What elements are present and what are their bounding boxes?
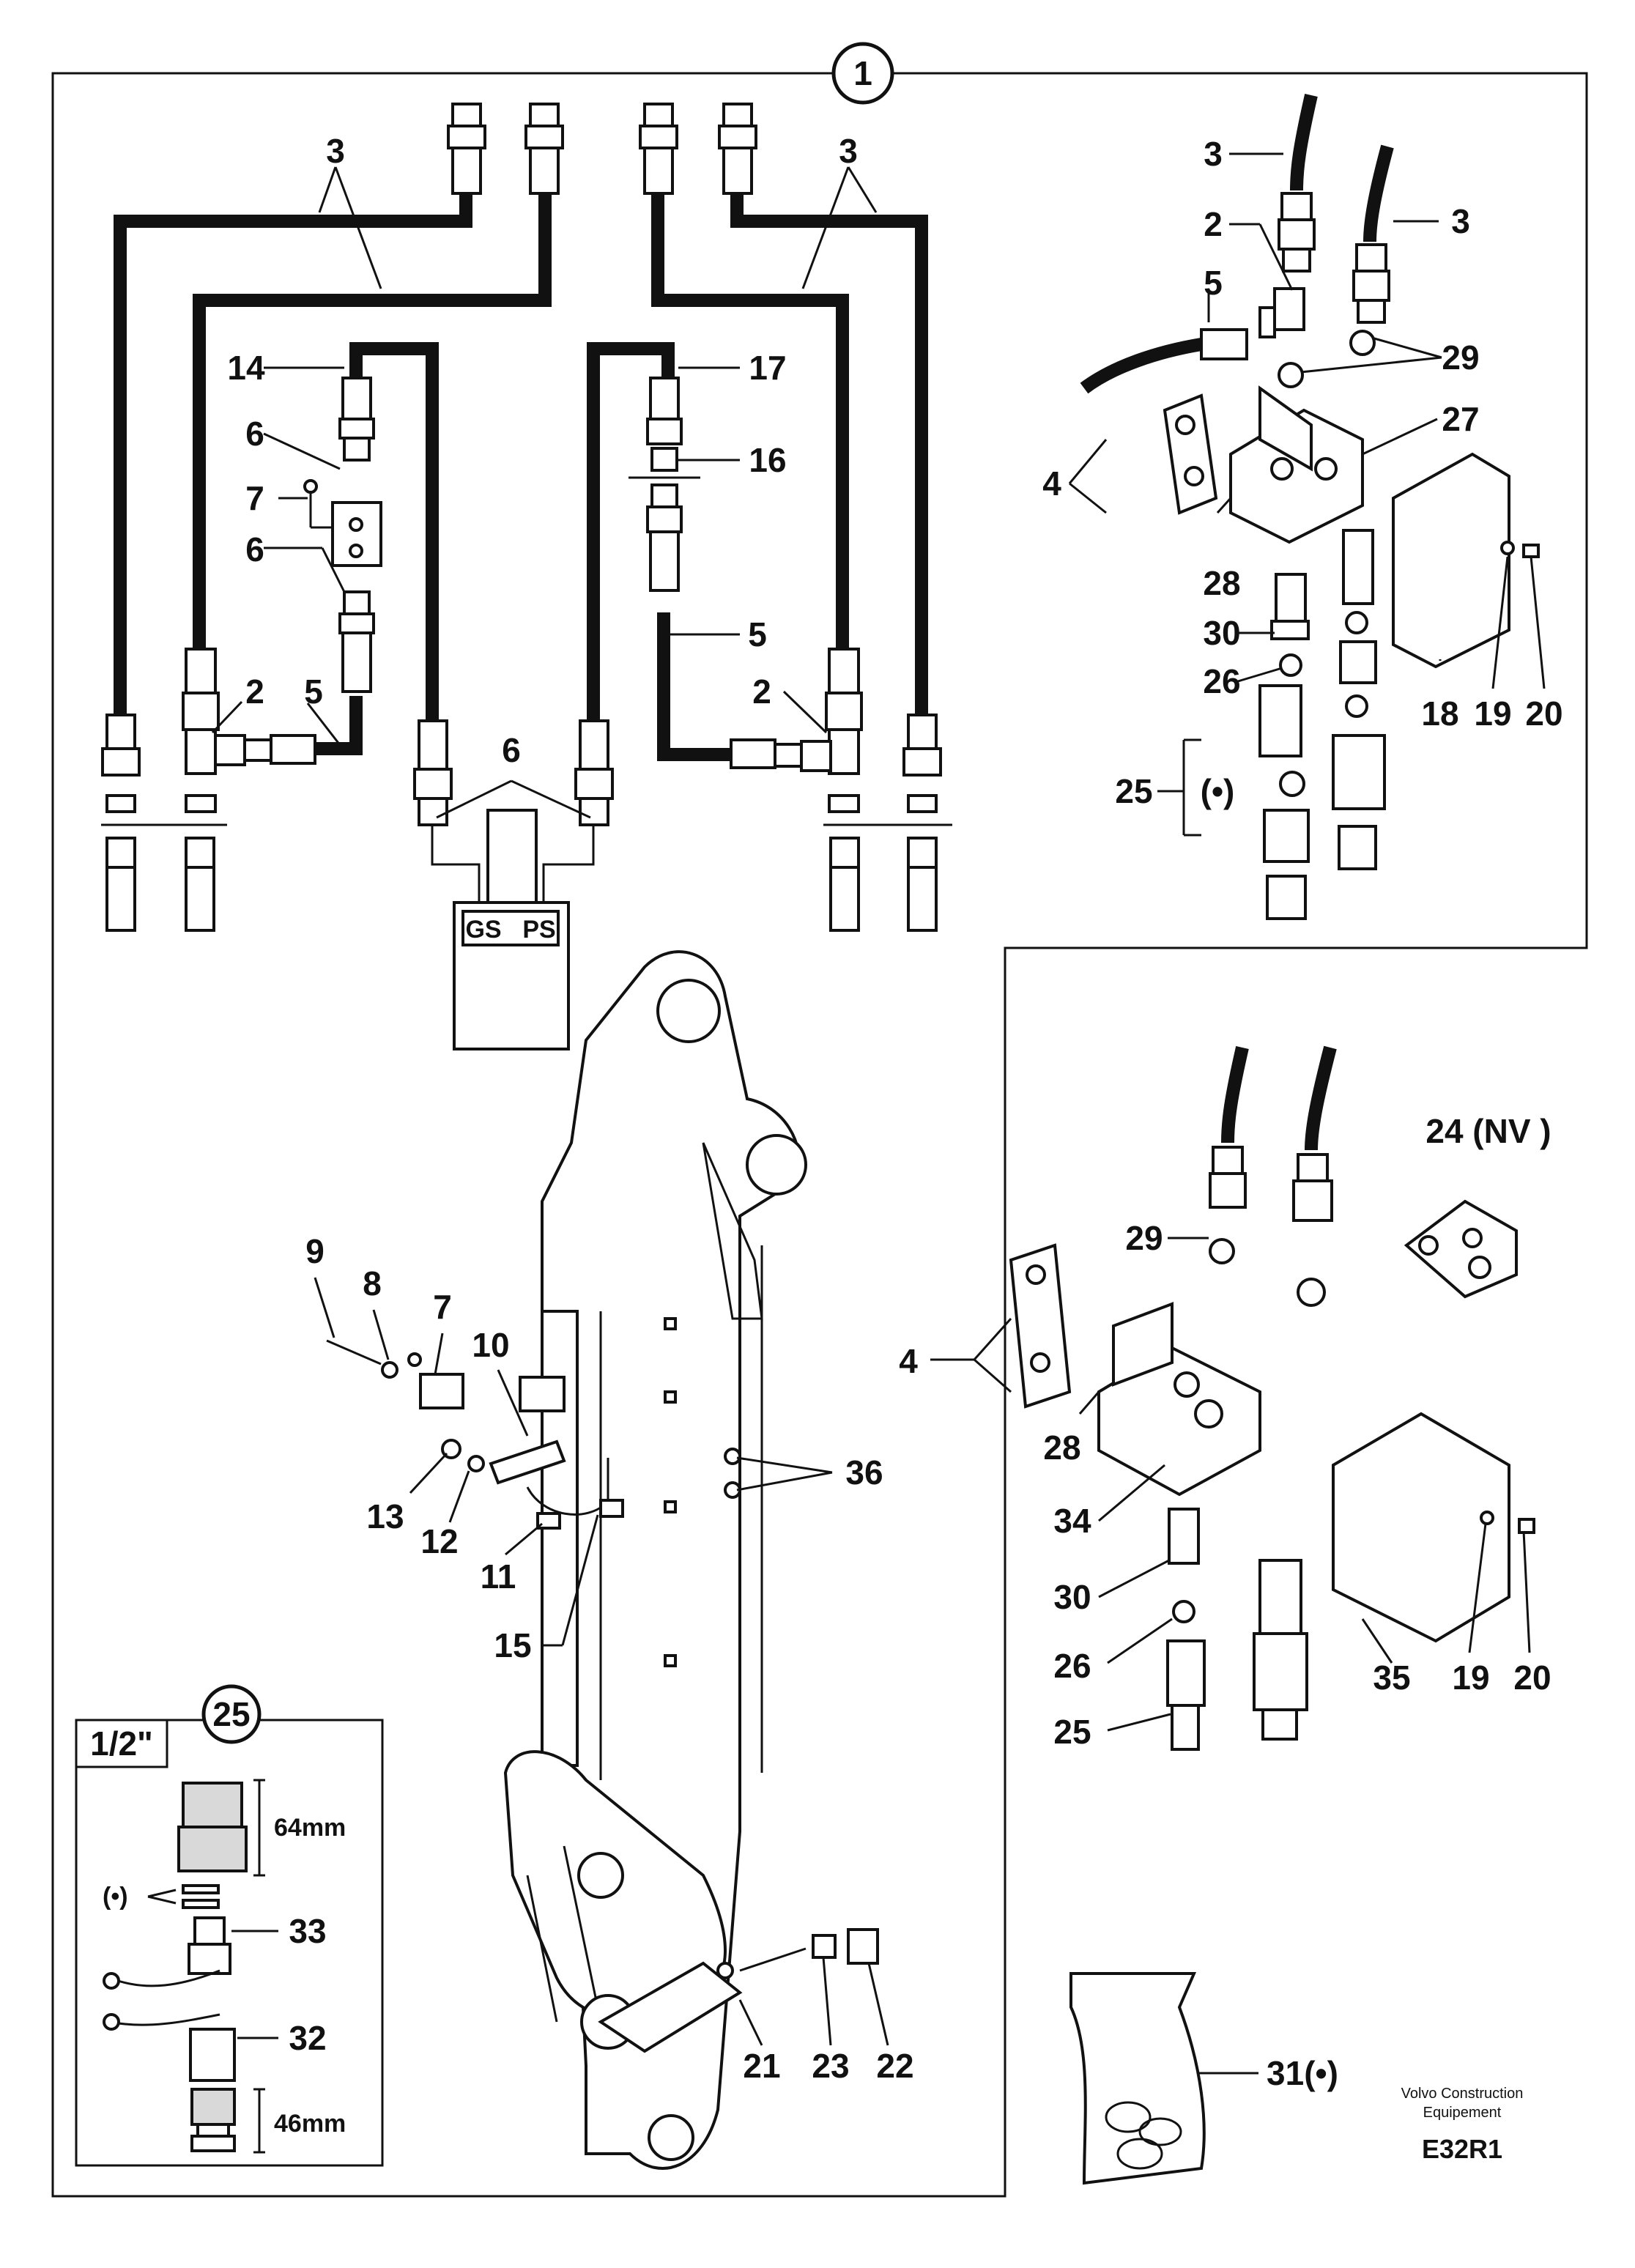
main-ref-circle [831,42,894,105]
callout-6-a: 6 [245,415,264,453]
end-fitting-col2 [182,648,316,932]
inline-coupling-16 [629,377,700,592]
callout-5-right: 5 [748,615,767,653]
valve-mount-parts [326,1339,624,1530]
callout-33: 33 [289,1912,326,1950]
leader-lines [211,152,1546,2075]
top-fittings-right [639,103,757,195]
callout-10: 10 [472,1326,509,1364]
callout-18: 18 [1421,694,1458,733]
hose-inner-left [193,190,552,652]
seal-kit-bag-31 [1069,1972,1245,2185]
callout-29-mr: 29 [1125,1219,1163,1257]
callout-25-ur: 25 [1115,772,1152,810]
hose-5-left [308,696,363,755]
callout-25-mr: 25 [1053,1713,1091,1751]
end-fitting-col1 [101,714,227,932]
end-fitting-right-col1 [730,648,952,932]
end-fitting-right-col2 [902,714,942,932]
callout-28-ur: 28 [1203,564,1240,602]
callout-23: 23 [812,2047,849,2085]
hose-14 [349,342,439,725]
callout-34: 34 [1053,1502,1091,1540]
callout-30-ur: 30 [1203,614,1240,652]
callout-19-ur: 19 [1474,694,1511,733]
callout-3-left: 3 [326,132,345,170]
top-fittings-left [447,103,564,195]
upper-coupler-assembly [1080,93,1540,920]
callout-6-b: 6 [245,530,264,568]
callout-4-mr: 4 [899,1342,918,1380]
callout-3-right: 3 [839,132,858,170]
valve-port-ps: PS [522,916,555,944]
callout-31: 31(•) [1267,2054,1338,2092]
brand-line-2: Equipement [1423,2105,1502,2121]
callout-28-mr: 28 [1043,1428,1080,1467]
callout-16: 16 [749,441,786,479]
callout-6-c: 6 [502,731,521,769]
callout-2-ur: 2 [1204,205,1223,243]
callout-13: 13 [366,1497,404,1535]
callout-12: 12 [420,1522,458,1560]
callout-35: 35 [1373,1659,1410,1697]
excavator-arm [503,950,807,2170]
callout-14: 14 [227,349,265,387]
main-ref-number: 1 [853,54,872,92]
callout-22: 22 [876,2047,913,2085]
end-fitting-col3 [413,719,453,826]
callout-9: 9 [305,1232,325,1270]
valve-block-gs-ps: GS PS [431,809,595,1050]
callout-labels: 3 3 14 6 7 6 2 5 6 17 16 5 2 3 3 2 5 29 … [227,132,1562,2164]
brand-line-1: Volvo Construction [1401,2086,1524,2102]
callout-25-optional: (•) [1201,772,1235,810]
callout-19-mr: 19 [1452,1659,1489,1697]
kit-size-label: 1/2" [90,1724,153,1763]
callout-8: 8 [363,1264,382,1302]
callout-3-ur-b: 3 [1451,202,1470,240]
callout-30-mr: 30 [1053,1578,1091,1616]
callout-11: 11 [481,1557,516,1596]
callout-4-ur: 4 [1042,464,1061,503]
callout-21: 21 [743,2047,780,2085]
hose-outer-left [114,190,472,718]
bucket-link-bolts [739,1928,879,1972]
callout-29-ur: 29 [1442,338,1479,377]
left-hose-assembly: GS PS [101,103,675,1050]
kit-ref-number: 25 [212,1695,250,1733]
callout-36: 36 [845,1453,883,1491]
kit-25-box: 1/2" 25 64mm (•) 46mm [75,1684,384,2167]
callout-20-mr: 20 [1513,1659,1551,1697]
callout-26-ur: 26 [1203,662,1240,700]
kit-ref-circle [201,1684,262,1744]
callout-2-left: 2 [245,672,264,711]
callout-2-right: 2 [752,672,771,711]
callout-7-arm: 7 [433,1288,452,1326]
callout-5-ur: 5 [1204,264,1223,302]
kit-optional-mark: (•) [103,1883,128,1911]
callout-20-ur: 20 [1525,694,1562,733]
dim-64mm: 64mm [274,1814,346,1842]
dim-46mm: 46mm [274,2110,346,2138]
callout-15: 15 [494,1626,531,1664]
callout-5-left: 5 [304,672,323,711]
drawing-code: E32R1 [1422,2134,1502,2164]
diagram-frame [51,72,1588,2198]
right-hose-assembly [629,103,952,932]
callout-24-nv: 24 (NV ) [1425,1112,1551,1150]
valve-port-gs: GS [465,916,501,944]
lower-coupler-assembly [1009,1045,1535,1751]
callout-27: 27 [1442,400,1479,438]
callout-26-mr: 26 [1053,1647,1091,1685]
callout-3-ur-a: 3 [1204,135,1223,173]
callout-32: 32 [289,2019,326,2057]
callout-7-a: 7 [245,479,264,517]
callout-17: 17 [749,349,786,387]
inline-valve-7 [303,377,382,693]
